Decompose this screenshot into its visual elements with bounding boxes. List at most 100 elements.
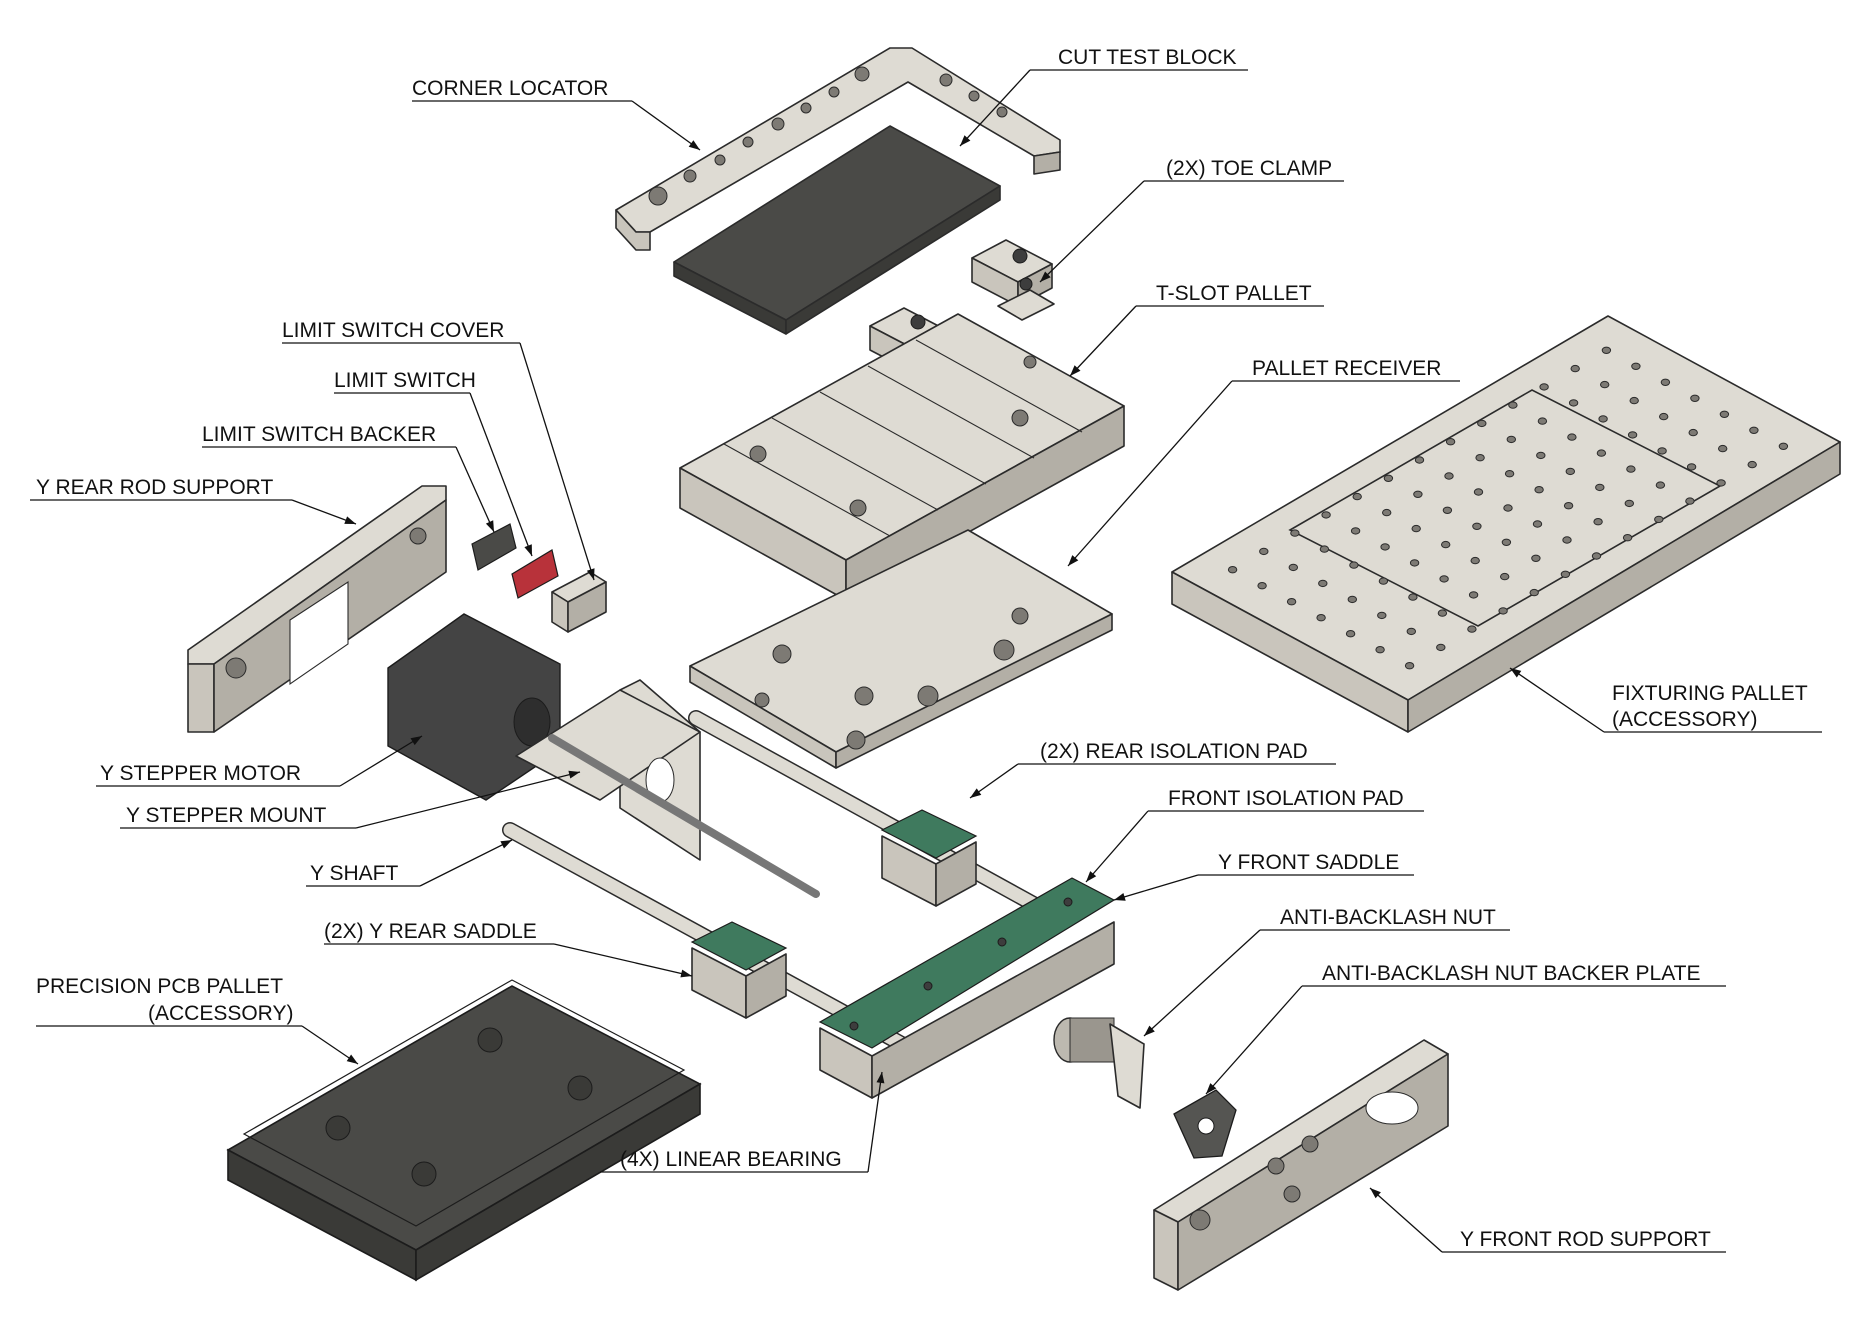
fixturing-pallet-hole bbox=[1439, 575, 1449, 583]
arrowhead-y-front-rod-support bbox=[1370, 1188, 1381, 1199]
label-y-rear-rod-support: Y REAR ROD SUPPORT bbox=[36, 476, 273, 499]
label-y-shaft: Y SHAFT bbox=[310, 862, 398, 885]
anti-backlash-nut-part bbox=[1053, 1017, 1145, 1109]
fixturing-pallet-hole bbox=[1690, 394, 1700, 402]
fixturing-pallet-hole bbox=[1378, 577, 1389, 585]
callout-pallet-receiver: PALLET RECEIVER bbox=[1067, 357, 1460, 567]
leader-cut-test-block bbox=[959, 69, 1031, 147]
fixturing-pallet-hole bbox=[1349, 561, 1359, 569]
callout-y-front-saddle: Y FRONT SADDLE bbox=[1113, 851, 1414, 901]
fixturing-pallet-hole bbox=[1629, 396, 1639, 405]
fixturing-pallet-hole bbox=[1316, 614, 1326, 622]
pallet-receiver-part bbox=[689, 529, 1113, 769]
label-rear-isolation-pad: (2X) REAR ISOLATION PAD bbox=[1040, 740, 1308, 763]
fixturing-pallet-hole bbox=[1352, 492, 1362, 501]
fixturing-pallet-hole bbox=[1624, 499, 1635, 508]
callout-precision-pcb-pallet: PRECISION PCB PALLET(ACCESSORY) bbox=[36, 975, 359, 1065]
leader-y-stepper-mount bbox=[355, 771, 581, 829]
arrowhead-y-stepper-mount bbox=[568, 770, 580, 779]
fixturing-pallet-hole bbox=[1532, 520, 1543, 528]
callout-y-stepper-motor: Y STEPPER MOTOR bbox=[96, 735, 423, 787]
front-saddle-part bbox=[818, 877, 1116, 1099]
fixturing-pallet-hole bbox=[1382, 508, 1392, 517]
fixturing-pallet-hole bbox=[1477, 419, 1487, 428]
leader-precision-pcb-pallet bbox=[301, 1025, 359, 1065]
arrowhead-y-stepper-motor bbox=[410, 736, 422, 746]
fixturing-pallet-hole bbox=[1504, 470, 1515, 478]
arrowhead-anti-backlash-nut bbox=[1144, 1025, 1155, 1036]
fixturing-pallet-hole bbox=[1473, 488, 1484, 496]
fixturing-pallet-hole bbox=[1436, 643, 1446, 652]
fixturing-pallet-hole bbox=[1375, 646, 1385, 654]
leader-t-slot-pallet bbox=[1069, 305, 1137, 377]
leader-fixturing-pallet bbox=[1509, 667, 1605, 733]
fixturing-pallet-hole bbox=[1380, 543, 1390, 551]
fixturing-pallet-hole bbox=[1657, 447, 1667, 455]
label-y-stepper-motor: Y STEPPER MOTOR bbox=[100, 762, 301, 785]
fixturing-pallet-hole bbox=[1350, 527, 1361, 535]
label-y-stepper-mount: Y STEPPER MOUNT bbox=[126, 804, 326, 827]
callout-y-front-rod-support: Y FRONT ROD SUPPORT bbox=[1369, 1187, 1726, 1253]
limit-switch-parts bbox=[471, 523, 607, 633]
fixturing-pallet-hole bbox=[1778, 442, 1789, 450]
fixturing-pallet-hole bbox=[1475, 454, 1485, 462]
fixturing-pallet-hole bbox=[1257, 582, 1267, 590]
fixturing-pallet-hole bbox=[1468, 591, 1479, 599]
leader-limit-switch-backer bbox=[455, 446, 495, 533]
label-precision-pcb-pallet: PRECISION PCB PALLET bbox=[36, 975, 283, 998]
callout-limit-switch-cover: LIMIT SWITCH COVER bbox=[282, 319, 595, 581]
arrowhead-limit-switch-backer bbox=[485, 520, 494, 532]
arrowhead-toe-clamp bbox=[1040, 271, 1051, 282]
fixturing-pallet-hole bbox=[1622, 534, 1633, 542]
fixturing-pallet-hole bbox=[1444, 472, 1454, 480]
leader-y-front-saddle bbox=[1113, 874, 1199, 901]
arrowhead-linear-bearing bbox=[876, 1072, 885, 1084]
fixturing-pallet-hole bbox=[1472, 522, 1482, 530]
leader-pallet-receiver bbox=[1067, 380, 1233, 567]
leader-y-front-rod-support bbox=[1369, 1187, 1443, 1253]
fixturing-pallet-hole bbox=[1593, 518, 1603, 526]
arrowhead-t-slot-pallet bbox=[1070, 365, 1081, 376]
y-front-rod-support-part bbox=[1153, 1039, 1449, 1291]
fixturing-pallet-hole bbox=[1591, 552, 1602, 560]
label-cut-test-block: CUT TEST BLOCK bbox=[1058, 46, 1237, 69]
fixturing-pallet-hole bbox=[1506, 435, 1517, 444]
callout-y-rear-saddle: (2X) Y REAR SADDLE bbox=[324, 920, 693, 978]
fixturing-pallet-hole bbox=[1467, 625, 1477, 633]
fixturing-pallet-hole bbox=[1445, 438, 1456, 446]
label-limit-switch-backer: LIMIT SWITCH BACKER bbox=[202, 423, 436, 446]
fixturing-pallet-hole bbox=[1686, 463, 1697, 471]
fixturing-pallet-hole bbox=[1562, 536, 1572, 544]
callout-y-stepper-mount: Y STEPPER MOUNT bbox=[120, 770, 581, 829]
leader-toe-clamp bbox=[1039, 180, 1145, 283]
fixturing-pallet-hole bbox=[1347, 595, 1358, 604]
fixturing-pallet-hole bbox=[1286, 598, 1297, 606]
fixturing-pallet-hole bbox=[1749, 426, 1759, 434]
leader-corner-locator bbox=[631, 100, 701, 151]
label-fixturing-pallet: FIXTURING PALLET bbox=[1612, 682, 1808, 705]
fixturing-pallet-hole bbox=[1413, 490, 1423, 498]
arrowhead-limit-switch bbox=[524, 544, 532, 556]
fixturing-pallet-part bbox=[1171, 315, 1841, 733]
arrowhead-y-rear-rod-support bbox=[344, 516, 356, 524]
leader-y-rear-rod-support bbox=[291, 499, 357, 525]
cut-test-block-part bbox=[673, 125, 1001, 335]
label-y-front-saddle: Y FRONT SADDLE bbox=[1218, 851, 1399, 874]
callout-cut-test-block: CUT TEST BLOCK bbox=[959, 46, 1248, 147]
fixturing-pallet-hole bbox=[1500, 572, 1510, 581]
label-t-slot-pallet: T-SLOT PALLET bbox=[1156, 282, 1312, 305]
callout-rear-isolation-pad: (2X) REAR ISOLATION PAD bbox=[969, 740, 1336, 799]
fixturing-pallet-hole bbox=[1595, 483, 1605, 492]
y-rear-rod-support-part bbox=[187, 485, 447, 733]
fixturing-pallet-hole bbox=[1534, 486, 1544, 494]
leader-y-stepper-motor bbox=[339, 735, 423, 787]
callout-linear-bearing: (4X) LINEAR BEARING bbox=[600, 1071, 885, 1173]
fixturing-pallet-hole bbox=[1563, 502, 1574, 510]
fixturing-pallet-hole bbox=[1470, 556, 1480, 565]
y-stepper-motor-part bbox=[387, 613, 561, 801]
anti-backlash-backer-part bbox=[1173, 1089, 1237, 1159]
fixturing-pallet-hole bbox=[1414, 456, 1425, 464]
fixturing-pallet-hole bbox=[1565, 467, 1576, 476]
